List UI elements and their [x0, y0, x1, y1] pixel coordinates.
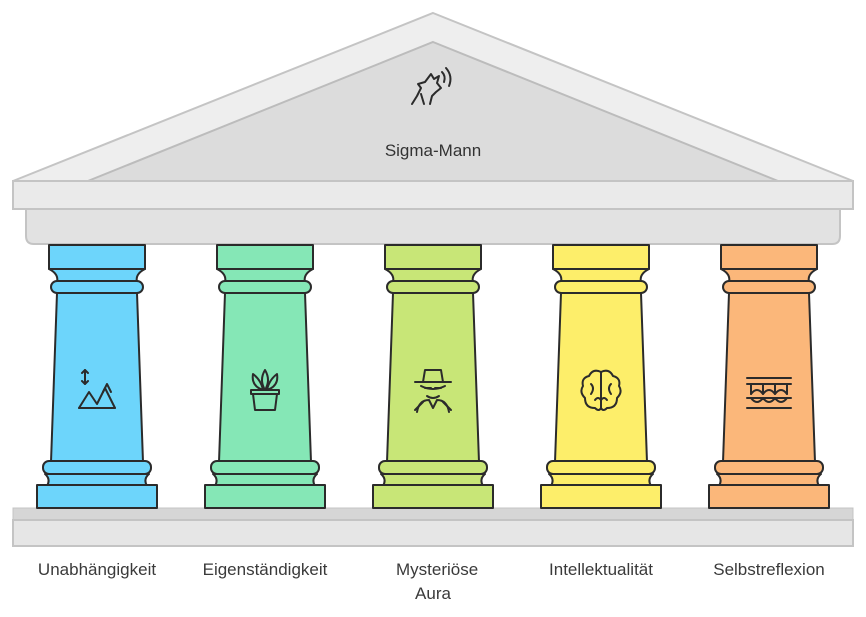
pillar-label-eigenstaendigkeit: Eigenständigkeit	[202, 560, 328, 579]
pillar	[36, 244, 158, 509]
pillar-label-selbstreflexion: Selbstreflexion	[713, 560, 825, 579]
pillar	[708, 244, 830, 509]
temple-title: Sigma-Mann	[385, 141, 481, 160]
potted-plant-icon	[250, 369, 280, 411]
roof	[12, 11, 854, 245]
brain-icon	[580, 369, 622, 411]
temple-floor	[12, 507, 854, 547]
howling-wolf-icon	[411, 67, 452, 105]
pillar	[540, 244, 662, 509]
pillar-label-unabhaengigkeit: Unabhängigkeit	[37, 560, 157, 579]
spy-incognito-icon	[414, 369, 452, 413]
mountains-arrow-icon	[78, 369, 116, 409]
pillar	[372, 244, 494, 509]
pillar-label-intellektualitaet: Intellektualität	[549, 560, 653, 579]
pillar	[204, 244, 326, 509]
pillar-label-mysterioese-aura: Mysteriöse Aura	[396, 560, 479, 603]
bridge-reflection-icon	[746, 377, 792, 409]
